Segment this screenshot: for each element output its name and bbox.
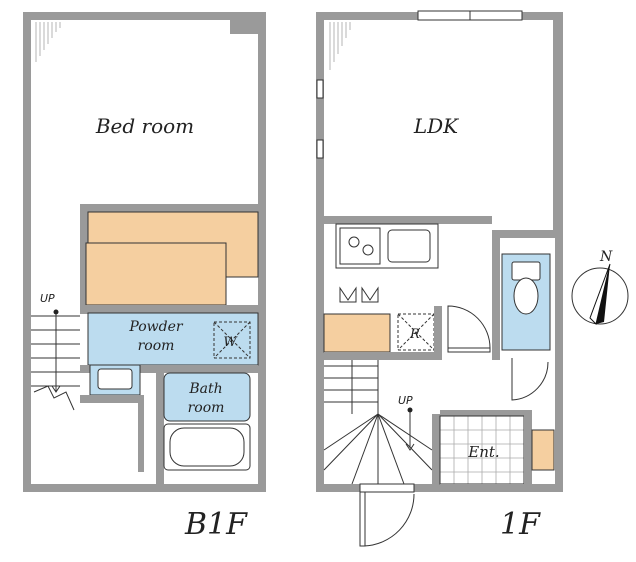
1f-kitchen-wall (324, 216, 492, 224)
burner-1 (348, 236, 360, 248)
bath-room (163, 372, 251, 422)
floor-b1f: W Powder room Bath room UP B (23, 12, 266, 542)
1f-mid-wall-left (324, 352, 442, 360)
1f-entrance-top-wall (440, 410, 528, 416)
1f-door-swing-1 (447, 305, 491, 352)
floor-1f: R UP (316, 10, 563, 547)
refrigerator-box (397, 313, 435, 351)
bath-room-label-2: room (188, 400, 225, 416)
bath-room-label-1: Bath (188, 381, 222, 397)
compass-needle-outline (589, 263, 611, 325)
1f-fridge-right-wall (434, 306, 442, 360)
ldk-label: LDK (413, 114, 459, 138)
stove (339, 227, 381, 265)
b1f-lower-closet-right (138, 395, 144, 472)
washer-label: W (223, 335, 238, 350)
powder-room-label-2: room (138, 338, 175, 354)
1f-left-window-1 (316, 79, 324, 99)
1f-left-window-2 (316, 139, 324, 159)
bathtub-inner (169, 427, 245, 467)
b1f-closet-side-wall (80, 204, 88, 314)
b1f-stair-up-dot (53, 309, 59, 315)
1f-stairs (323, 360, 433, 485)
closet-lower (85, 242, 227, 306)
entrance-tile-grid (440, 416, 524, 484)
chairs (339, 286, 379, 303)
washer-box (213, 321, 251, 359)
b1f-stairs (31, 312, 80, 411)
burner-2 (362, 244, 374, 256)
b1f-corner-notch (230, 20, 258, 34)
b1f-mid-wall (80, 305, 258, 313)
toilet-tank (511, 261, 541, 281)
b1f-stair-up-label: UP (40, 292, 55, 305)
washer-cross-2 (213, 321, 251, 359)
refrigerator-label: R (409, 327, 420, 342)
b1f-floor-label: B1F (184, 507, 248, 542)
1f-entrance-right-wall (524, 410, 532, 492)
b1f-bath-left-wall (156, 365, 164, 484)
1f-entrance-bottom-wall (440, 484, 524, 492)
front-door-swing (363, 492, 415, 547)
compass-north-label: N (599, 249, 613, 265)
1f-floor-label: 1F (500, 507, 541, 542)
shoe-storage (531, 429, 555, 471)
front-door-leaf (359, 491, 366, 547)
1f-door-swing-2 (511, 358, 549, 401)
b1f-bedroom-wall (80, 204, 258, 212)
1f-door-leaf-1 (447, 347, 491, 353)
compass: N (571, 249, 629, 325)
toilet-bowl (513, 277, 539, 315)
b1f-powder-bottom-wall (80, 365, 258, 373)
1f-right-wing-wall (492, 230, 563, 492)
powder-room-label-1: Powder (128, 319, 184, 335)
entrance-label: Ent. (467, 443, 499, 461)
1f-window-hatch (329, 22, 351, 70)
1f-stair-up-label: UP (398, 394, 413, 407)
kitchen-sink (387, 229, 431, 263)
front-door-frame (359, 483, 415, 493)
refrigerator-cross-2 (397, 313, 435, 351)
1f-storage (323, 313, 391, 353)
1f-stair-up-dot (407, 407, 413, 413)
1f-stair-right-wall (432, 414, 440, 492)
b1f-lower-closet-wall (80, 395, 142, 403)
b1f-window-hatch (35, 22, 61, 62)
sink-basin (97, 368, 133, 390)
bedroom-label: Bed room (95, 114, 194, 138)
